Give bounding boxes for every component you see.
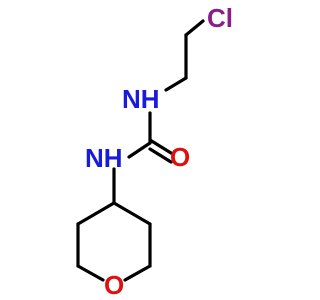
carbonyl-oxygen-atom-label: O: [170, 142, 190, 172]
bond-carbonyl-n-lower: [127, 141, 152, 159]
ring-oxygen-atom-label: O: [104, 270, 124, 300]
bonds: [76, 19, 205, 282]
chlorine-atom-label: Cl: [207, 3, 233, 33]
bond-carbonyl-double-1: [148, 138, 173, 155]
chemical-structure-diagram: Cl NH O NH O: [76, 3, 233, 300]
bond-c-cl: [184, 19, 205, 37]
bond-ring-4: [123, 264, 152, 282]
bond-c-n-upper: [164, 76, 188, 92]
amine-top-atom-label: NH: [122, 84, 160, 114]
bond-ring-3: [76, 264, 105, 282]
amine-bottom-atom-label: NH: [85, 143, 123, 173]
bond-ring-1: [76, 201, 116, 226]
bond-carbonyl-double-2: [148, 147, 173, 164]
bond-ring-6: [112, 201, 152, 226]
atom-labels: Cl NH O NH O: [85, 3, 233, 300]
